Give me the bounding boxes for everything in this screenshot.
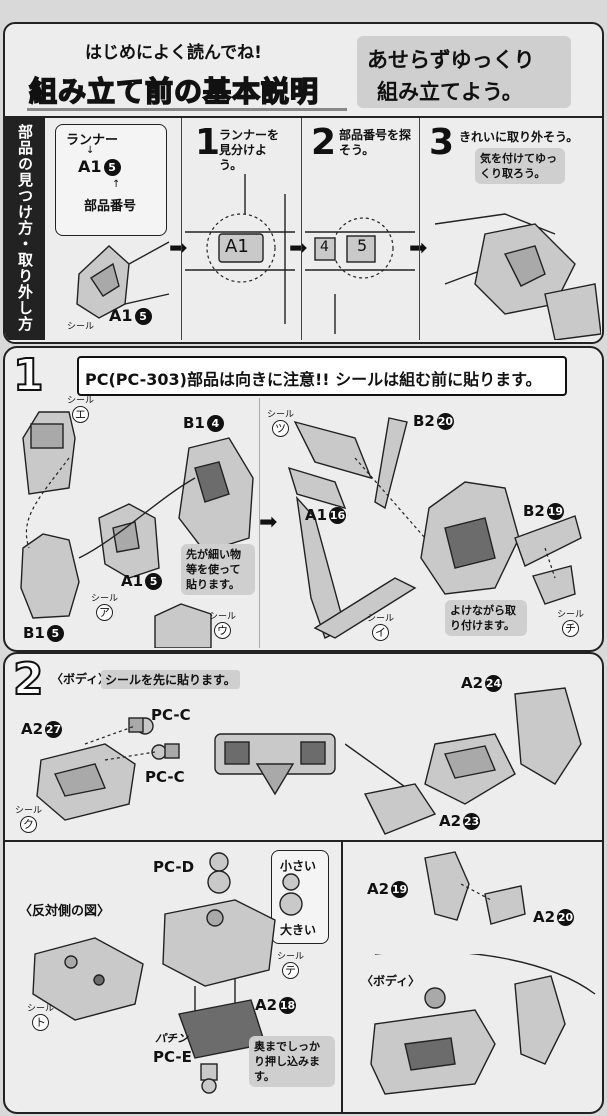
sticker-te: シール テ [277, 952, 305, 979]
sticker-i: シール イ [367, 614, 395, 641]
basics-step1-tag: A1 [225, 236, 249, 257]
sticker-to: シール ト [27, 1004, 55, 1031]
step2-tag: 〈ボディ〉 [51, 672, 111, 686]
step1-banner: PC(PC-303)部品は向きに注意!! シールは組む前に貼ります。 [77, 356, 567, 396]
runner-code: A1 [78, 157, 102, 176]
head-parts-illustration [20, 411, 254, 619]
side-label: 部品の見つけ方・取り外し方 [16, 124, 34, 332]
runner-code-2: A1 [109, 306, 133, 325]
basics-step1-num: 1 [195, 122, 221, 163]
body-assembly-illustration [370, 954, 596, 1095]
reverse-label: 〈反対側の図〉 [19, 904, 111, 919]
basics-step3-note: 気を付けてゆっくり取ろう。 [475, 148, 565, 184]
sticker-u: シール ウ [209, 612, 237, 639]
badge-line2: 組み立てよう。 [377, 80, 523, 104]
arrow-2: ➡ [289, 236, 308, 261]
basics-step1-text: ランナーを見分けよう。 [219, 128, 280, 172]
badge-line1: あせらずゆっくり [367, 48, 535, 72]
side-label-box: 部品の見つけ方・取り外し方 [5, 118, 45, 340]
step2-number: 2 [12, 654, 45, 706]
sticker-e: シール エ [67, 396, 94, 423]
basics-step3-text: きれいに取り外そう。 [459, 130, 579, 144]
sticker-a: シール ア [91, 594, 119, 621]
runner-head-illustration [76, 241, 170, 319]
basics-sticker-label: シール [67, 322, 95, 332]
note-press: 奥までしっかり押し込みます。 [249, 1036, 335, 1087]
tool-detail [154, 603, 212, 648]
title-underline [27, 108, 347, 111]
badge: あせらずゆっくり 組み立てよう。 [357, 36, 571, 108]
size-large: 大きい [280, 923, 317, 937]
body-rear-illustration [214, 733, 336, 796]
removal-hand-illustration [434, 213, 601, 340]
body-part-a2-27 [36, 717, 180, 821]
runner-num-2: 5 [134, 308, 152, 325]
step1-panel: 1 PC(PC-303)部品は向きに注意!! シールは組む前に貼ります。 シール… [3, 346, 604, 652]
sticker-e-mark: エ [72, 406, 89, 423]
basics-step2-tag-b: 5 [357, 236, 368, 255]
step2-sub: シールを先に貼ります。 [101, 670, 240, 689]
step1-arrow: ➡ [259, 510, 278, 535]
basics-step2-num: 2 [311, 122, 337, 163]
note-avoid: よけながら取り付けます。 [445, 600, 527, 636]
legs-joint-illustration [424, 851, 526, 925]
basics-step2-text: 部品番号を探そう。 [339, 128, 412, 157]
runner-label: ランナー [66, 133, 119, 148]
part-no-label: 部品番号 [84, 199, 137, 214]
part-number-illustration [305, 217, 415, 334]
runner-num: 5 [103, 159, 121, 176]
sticker-chi: シール チ [557, 610, 585, 637]
runner-tag-illustration [185, 174, 295, 324]
basics-step2-tag-a: 4 [320, 239, 329, 255]
label-pc-d: PC-D [153, 858, 195, 876]
label-pc-c-1: PC-C [151, 706, 191, 724]
head-assembly-illustration [287, 417, 582, 639]
body-core-illustration [162, 899, 276, 1094]
size-small: 小さい [280, 859, 317, 873]
small-title: はじめによく読んでね! [85, 43, 262, 63]
note-tool: 先が細い物等を使って貼ります。 [181, 544, 255, 595]
body-tag: 〈ボディ〉 [361, 974, 421, 988]
main-title: 組み立て前の基本説明 [28, 74, 320, 109]
sticker-tsu: シール ツ [267, 410, 295, 437]
pc-d-illustration [207, 852, 231, 894]
reverse-illustration [32, 937, 144, 1021]
sticker-ku: シール ク [15, 806, 43, 833]
arrow-1: ➡ [169, 236, 188, 261]
label-pc-c-2: PC-C [145, 768, 185, 786]
basics-panel: はじめによく読んでね! 組み立て前の基本説明 あせらずゆっくり 組み立てよう。 … [3, 22, 604, 344]
pc-size-illustration [279, 873, 303, 916]
arrow-3: ➡ [409, 236, 427, 261]
body-part-a2-24-a2-23 [345, 687, 582, 835]
basics-step3-num: 3 [429, 122, 455, 163]
step1-number: 1 [12, 349, 45, 402]
pachin-label: パチン [155, 1032, 188, 1045]
sticker-e-word: シール [67, 396, 95, 406]
label-pc-e: PC-E [153, 1048, 192, 1066]
step1-banner-text: PC(PC-303)部品は向きに注意!! シールは組む前に貼ります。 [85, 370, 542, 389]
